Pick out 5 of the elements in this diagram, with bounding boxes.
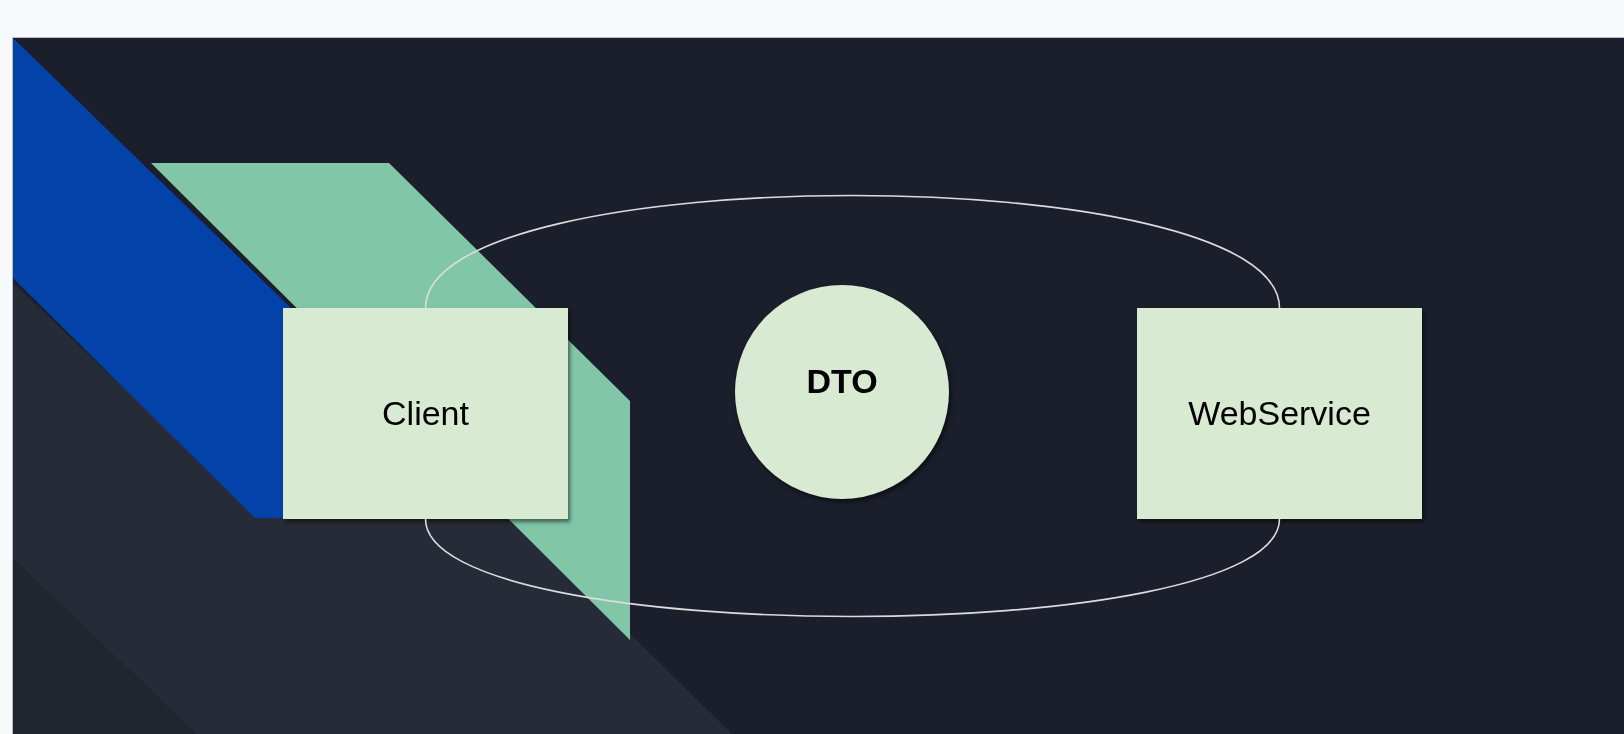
node-label: WebService (1188, 394, 1371, 433)
process-box (1137, 308, 1422, 519)
process-box (283, 308, 568, 519)
node-label: Client (382, 394, 469, 433)
node-label: DTO (806, 361, 878, 401)
